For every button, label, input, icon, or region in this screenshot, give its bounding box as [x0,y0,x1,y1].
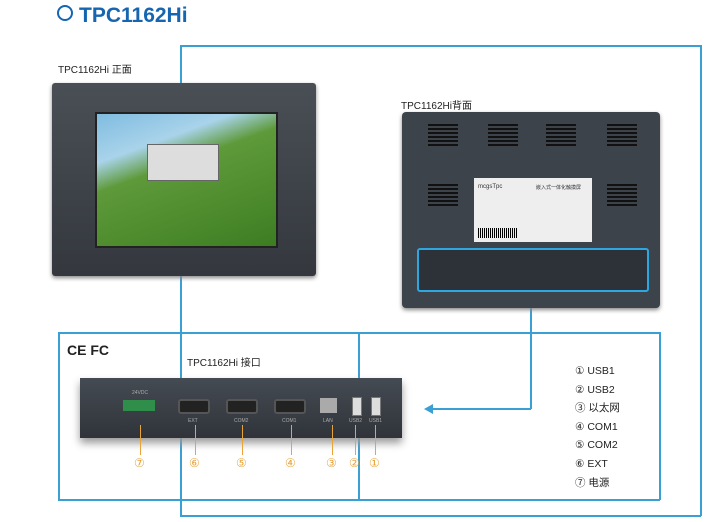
cert-marks: CE FC [67,342,109,358]
product-label: mcgsTpc 嵌入式一体化触摸屏 [474,178,592,242]
frame-line [700,45,702,516]
callout-5: ⑤ [236,456,247,470]
label-heading: 嵌入式一体化触摸屏 [536,185,582,191]
callout-1: ① [369,456,380,470]
port-area [417,248,649,292]
port-label: LAN [323,418,333,424]
callout-3: ③ [326,456,337,470]
port-label: USB1 [369,418,383,424]
legend-item: ⑥ EXT [575,457,608,470]
interface-caption: TPC1162Hi 接口 [187,358,261,369]
legend-item: ① USB1 [575,365,615,377]
port-label: 24VDC [132,390,149,396]
frame-line [659,332,661,500]
power-terminal [123,400,155,411]
callout-6: ⑥ [189,456,200,470]
port-label: USB2 [349,418,363,424]
callout-4: ④ [285,456,296,470]
legend-item: ② USB2 [575,383,615,396]
title-text: TPC1162Hi [79,4,188,27]
frame-line [58,332,60,500]
port-legend: ① USB1 ② USB2 ③ 以太网 ④ COM1 ⑤ COM2 ⑥ EXT … [575,362,620,492]
callout-7: ⑦ [134,456,145,470]
frame-line [180,45,701,47]
legend-item: ④ COM1 [575,420,618,433]
page-title: TPC1162Hi [57,4,188,28]
usb2-port [352,397,362,416]
frame-line [180,45,182,516]
legend-item: ③ 以太网 [575,402,620,415]
interface-panel-image: 24VDC EXT COM2 COM1 LAN USB2 USB1 [80,378,402,438]
screen-image [95,112,278,248]
back-caption: TPC1162Hi背面 [401,101,472,112]
front-panel-image [52,83,316,276]
port-label: COM1 [282,418,297,424]
port-label: EXT [188,418,198,424]
back-panel-image: mcgsTpc 嵌入式一体化触摸屏 [402,112,660,308]
ext-port [178,399,210,414]
arrow-left-icon [424,404,433,414]
com2-port [226,399,258,414]
connector-line [530,300,532,409]
front-caption: TPC1162Hi 正面 [58,65,132,76]
com1-port [274,399,306,414]
barcode [478,228,518,238]
plant-graphic [147,144,219,181]
connector-line [432,408,531,410]
usb1-port [371,397,381,416]
frame-line [180,515,701,517]
callout-2: ② [349,456,360,470]
port-label: COM2 [234,418,249,424]
brand-text: mcgsTpc [478,184,503,190]
legend-item: ⑦ 电源 [575,476,610,489]
lan-port [320,398,337,413]
legend-item: ⑤ COM2 [575,439,618,452]
circle-icon [57,5,73,21]
